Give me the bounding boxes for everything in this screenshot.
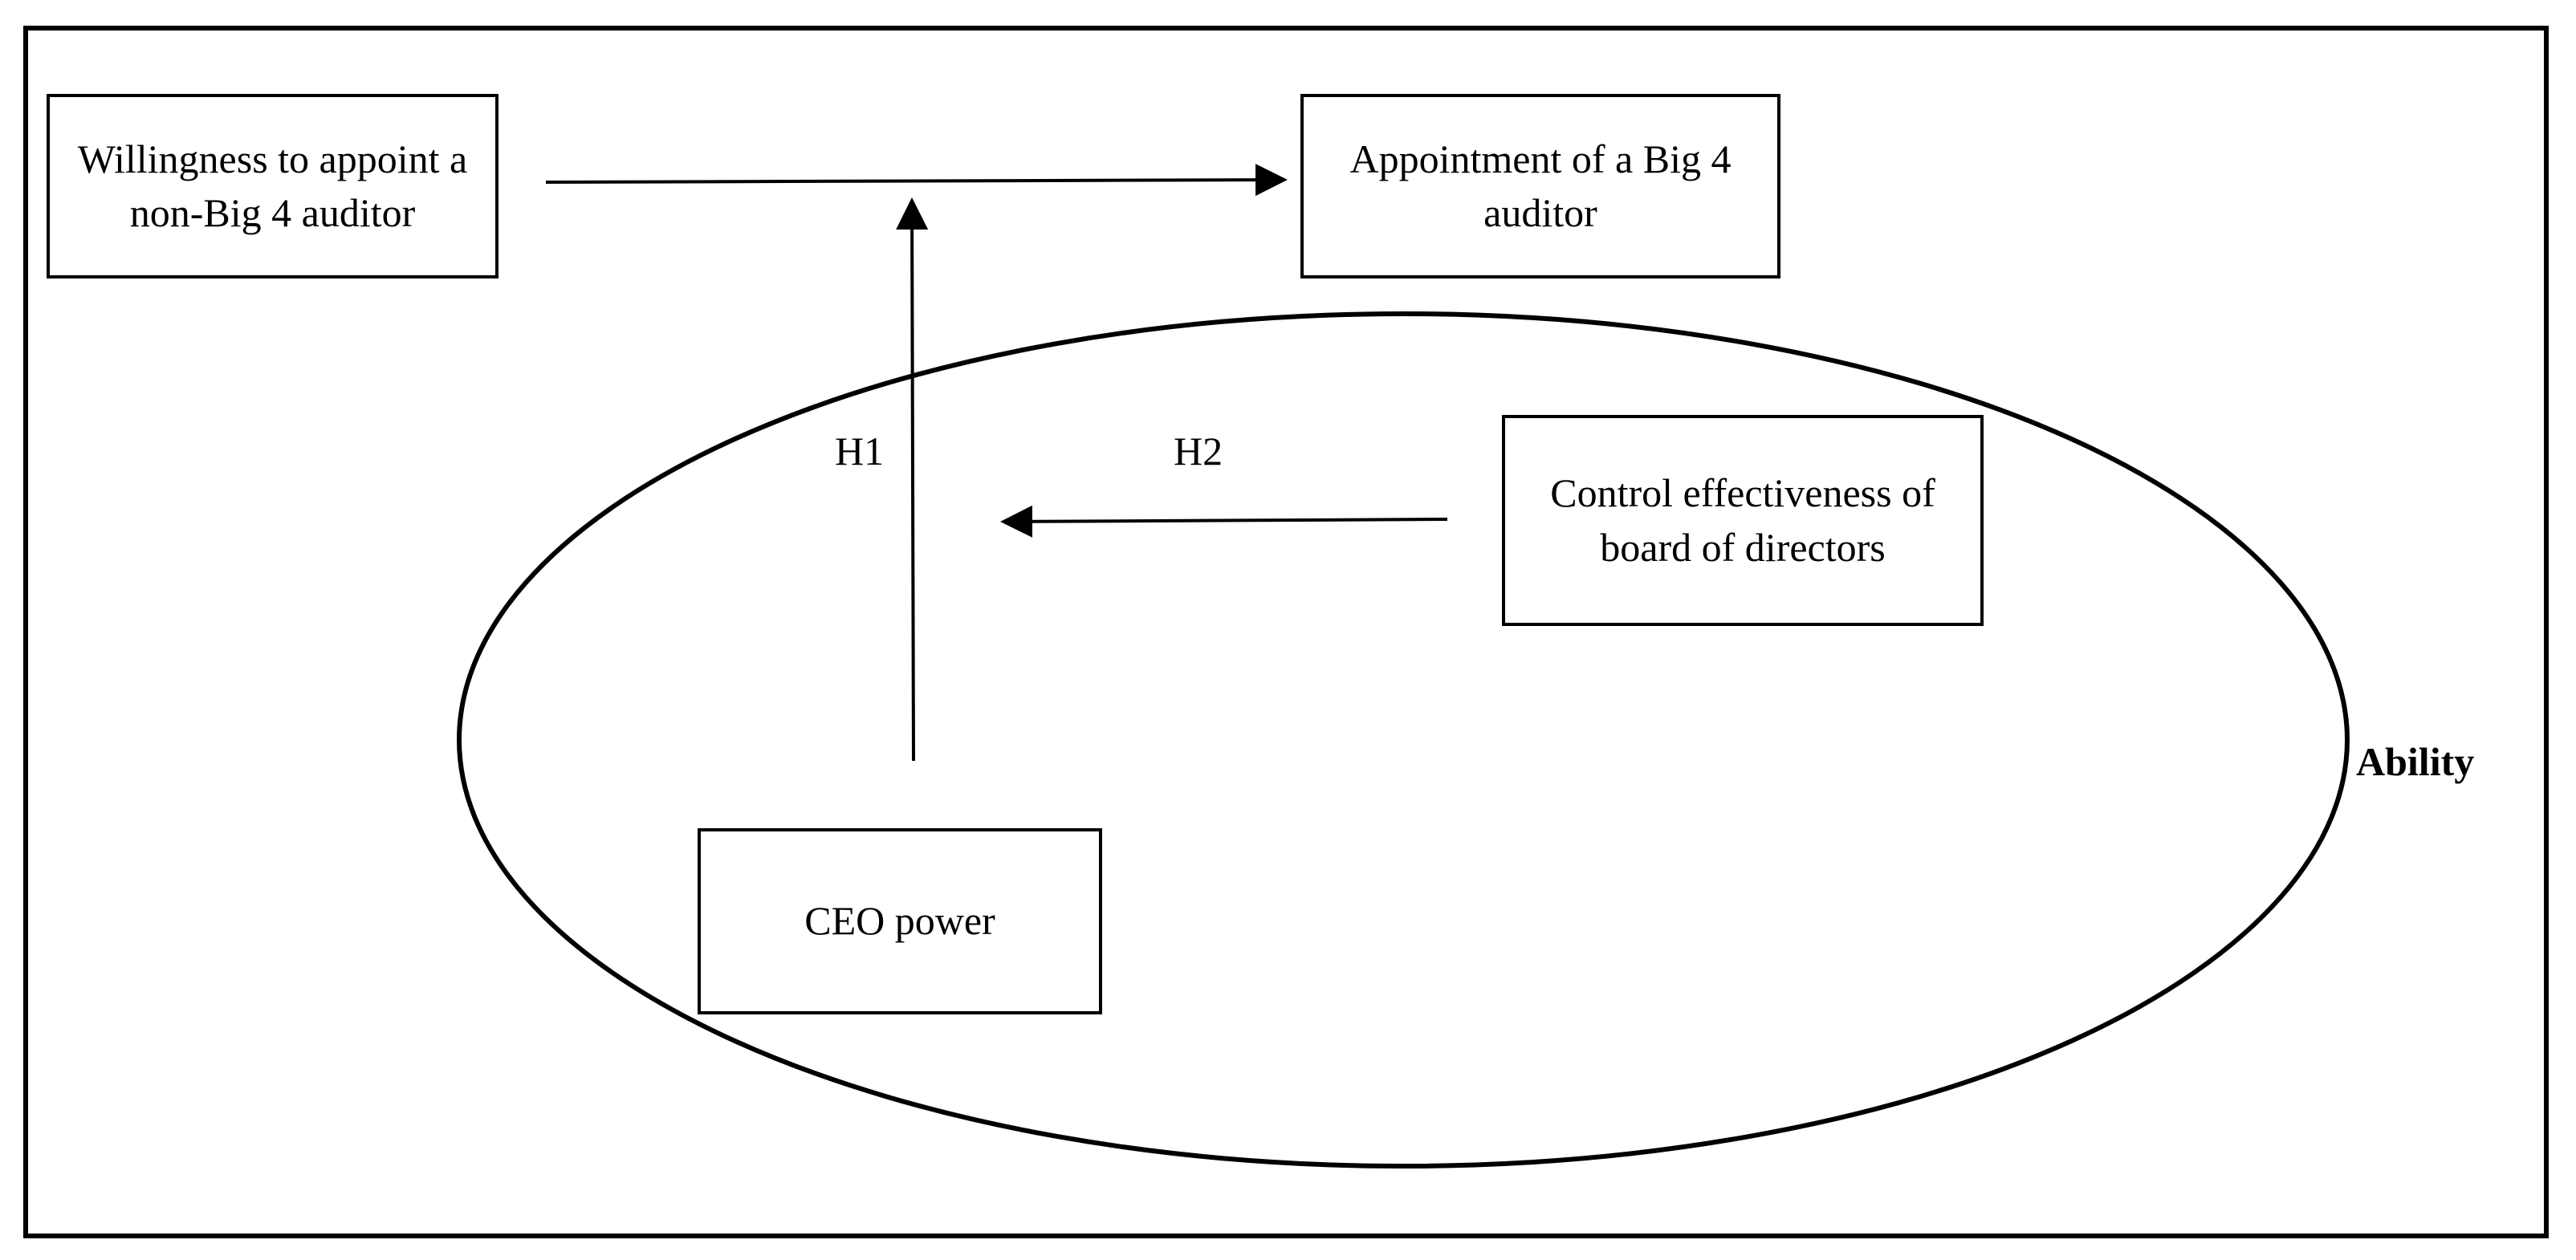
appointment-box: Appointment of a Big 4 auditor bbox=[1300, 94, 1780, 278]
ceo-power-label: CEO power bbox=[804, 898, 995, 944]
ceo-power-box: CEO power bbox=[698, 828, 1102, 1014]
ability-ellipse bbox=[457, 311, 2350, 1169]
ability-label: Ability bbox=[2356, 739, 2475, 784]
arrow-willingness-to-appointment bbox=[545, 164, 1288, 197]
control-effectiveness-label: Control effectiveness of board of direct… bbox=[1550, 470, 1935, 570]
h1-label: H1 bbox=[835, 429, 885, 474]
arrow-h1-ceo-power bbox=[896, 197, 929, 762]
willingness-label: Willingness to appoint a non-Big 4 audit… bbox=[77, 136, 468, 236]
outer-frame bbox=[23, 26, 2549, 1238]
arrow-h2-control-effectiveness bbox=[1000, 505, 1448, 538]
control-effectiveness-box: Control effectiveness of board of direct… bbox=[1502, 415, 1984, 626]
willingness-box: Willingness to appoint a non-Big 4 audit… bbox=[47, 94, 499, 278]
h2-label: H2 bbox=[1174, 429, 1223, 474]
appointment-label: Appointment of a Big 4 auditor bbox=[1349, 136, 1732, 236]
